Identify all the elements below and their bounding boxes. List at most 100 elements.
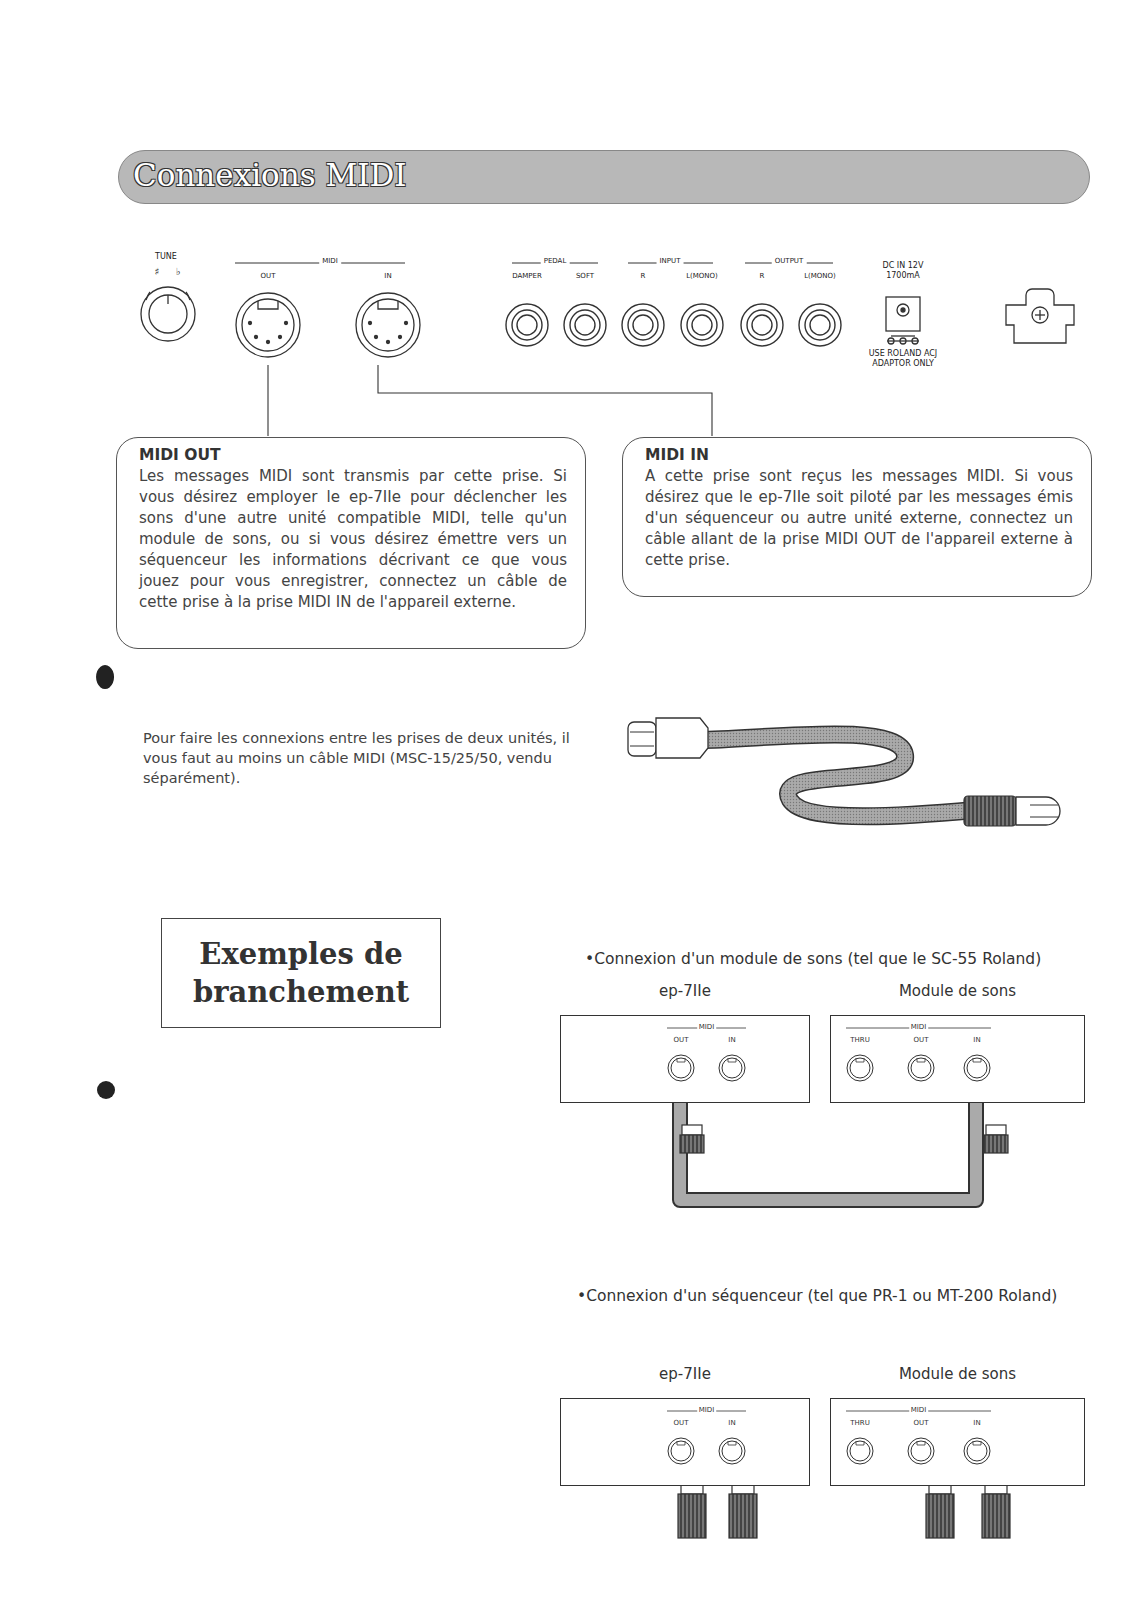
jack-label: THRU	[848, 1036, 872, 1044]
jack-notch	[973, 1058, 981, 1062]
jack-label: IN	[726, 1036, 737, 1044]
jack-drawing	[831, 1399, 1084, 1485]
jack-label: IN	[971, 1036, 982, 1044]
page-title: Connexions MIDI	[133, 157, 407, 193]
group-label: MIDI	[697, 1406, 717, 1414]
midi-cable	[680, 1103, 976, 1200]
midi-plug	[678, 1484, 1010, 1538]
midi-jack	[847, 1055, 873, 1081]
jack-notch	[677, 1058, 685, 1062]
cord-hook	[1006, 289, 1074, 343]
device-name: ep-7IIe	[561, 1365, 809, 1383]
jack-label: THRU	[848, 1419, 872, 1427]
panel-label: USE ROLAND ACJ ADAPTOR ONLY	[853, 349, 953, 369]
midi-jack	[964, 1438, 990, 1464]
group-label: MIDI	[697, 1023, 717, 1031]
midi-jack	[911, 1441, 931, 1461]
midi-jack	[668, 1055, 694, 1081]
callout-heading: MIDI IN	[645, 446, 1073, 464]
callout-heading: MIDI OUT	[139, 446, 567, 464]
jack-drawing	[831, 1016, 1084, 1102]
midi-jack	[964, 1055, 990, 1081]
jack-notch	[917, 1441, 925, 1445]
callout-text: A cette prise sont reçus les messages MI…	[645, 466, 1073, 571]
midi-jack	[236, 293, 420, 357]
group-label: MIDI	[319, 257, 341, 266]
midi-plug	[680, 1125, 1008, 1153]
group-label: MIDI	[909, 1023, 929, 1031]
jack-notch	[973, 1441, 981, 1445]
jack-notch	[917, 1058, 925, 1062]
example-caption: •Connexion d'un séquenceur (tel que PR-1…	[577, 1287, 1057, 1306]
callout-box: MIDI OUT Les messages MIDI sont transmis …	[116, 437, 586, 649]
midi-jack	[671, 1058, 691, 1078]
midi-jack	[722, 1058, 742, 1078]
device-name: Module de sons	[831, 1365, 1084, 1383]
midi-jack	[719, 1438, 745, 1464]
jack-notch	[856, 1441, 864, 1445]
panel-label: OUT	[261, 272, 276, 281]
panel-label: IN	[384, 272, 391, 281]
midi-jack	[911, 1058, 931, 1078]
panel-label: L(MONO)	[686, 272, 718, 281]
midi-jack	[967, 1058, 987, 1078]
group-label: INPUT	[657, 257, 684, 266]
jack-label: OUT	[912, 1036, 931, 1044]
jack-label: OUT	[672, 1036, 691, 1044]
panel-label: R	[641, 272, 646, 281]
panel-label: TUNE	[155, 252, 177, 262]
midi-jack	[908, 1055, 934, 1081]
section-box: Exemples de branchement	[161, 918, 441, 1028]
jack-notch	[856, 1058, 864, 1062]
callout-box: MIDI IN A cette prise sont reçus les mess…	[622, 437, 1092, 597]
midi-jack	[850, 1441, 870, 1461]
device-panel: Module de sonsMIDITHRUOUTIN	[830, 1015, 1085, 1103]
device-name: Module de sons	[831, 982, 1084, 1000]
panel-label: ♯	[155, 266, 160, 279]
jack-notch	[728, 1441, 736, 1445]
jack-notch	[728, 1058, 736, 1062]
midi-jack	[908, 1438, 934, 1464]
midi-jack	[850, 1058, 870, 1078]
group-label: OUTPUT	[772, 257, 807, 266]
midi-cable	[628, 718, 1060, 826]
panel-label: R	[760, 272, 765, 281]
midi-cable	[680, 1103, 976, 1200]
callout-heading: Exemples de branchement	[162, 935, 440, 1011]
panel-label: L(MONO)	[804, 272, 836, 281]
jack-drawing	[561, 1399, 809, 1485]
midi-jack	[722, 1441, 742, 1461]
jack-label: IN	[726, 1419, 737, 1427]
tune-knob	[141, 287, 195, 341]
panel-label: ♭	[176, 266, 181, 279]
bullet-mark	[96, 665, 115, 1099]
phone-jack	[506, 304, 841, 346]
group-label: MIDI	[909, 1406, 929, 1414]
jack-notch	[677, 1441, 685, 1445]
jack-label: OUT	[912, 1419, 931, 1427]
jack-label: IN	[971, 1419, 982, 1427]
jack-label: OUT	[672, 1419, 691, 1427]
leader-line	[268, 365, 712, 436]
jack-drawing	[561, 1016, 809, 1102]
panel-label: DC IN 12V 1700mA	[872, 261, 934, 281]
midi-jack	[967, 1441, 987, 1461]
midi-jack	[668, 1438, 694, 1464]
example-caption: •Connexion d'un module de sons (tel que …	[585, 950, 1041, 969]
panel-label: SOFT	[576, 272, 594, 281]
midi-jack	[719, 1055, 745, 1081]
dc-jack	[886, 297, 920, 344]
cable-note: Pour faire les connexions entre les pris…	[143, 728, 593, 788]
panel-label: DAMPER	[512, 272, 542, 281]
midi-jack	[671, 1441, 691, 1461]
callout-text: Les messages MIDI sont transmis par cett…	[139, 466, 567, 613]
title-band: Connexions MIDI	[118, 150, 1090, 204]
device-panel: Module de sonsMIDITHRUOUTIN	[830, 1398, 1085, 1486]
device-panel: ep-7IIeMIDIOUTIN	[560, 1015, 810, 1103]
device-name: ep-7IIe	[561, 982, 809, 1000]
midi-jack	[847, 1438, 873, 1464]
group-label: PEDAL	[541, 257, 570, 266]
device-panel: ep-7IIeMIDIOUTIN	[560, 1398, 810, 1486]
